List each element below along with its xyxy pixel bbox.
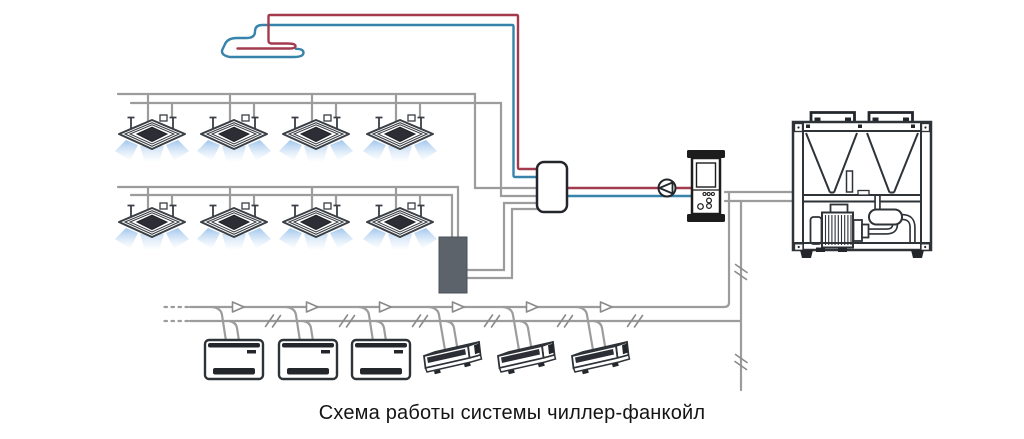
module-knob	[702, 191, 707, 197]
ceiling-cassette-unit	[278, 202, 354, 252]
module-knob	[697, 203, 704, 210]
compressor-foot	[838, 247, 847, 252]
cassette-row-top	[114, 114, 438, 164]
module-knob	[705, 203, 712, 210]
red-feed-and-coil	[236, 13, 539, 171]
primary-circuit	[220, 13, 692, 198]
mid-rail-tab	[857, 189, 870, 196]
ceiling-cassette-unit	[114, 202, 190, 252]
row1-return-header	[129, 101, 539, 198]
chiller-foot-left	[800, 250, 813, 258]
cassette-row-bottom	[114, 202, 438, 252]
rail-screw	[806, 124, 810, 128]
flow-arrow	[378, 301, 392, 313]
ducted3-connectors	[575, 305, 608, 354]
ceiling-cassette-unit	[362, 114, 438, 164]
row2-unit-drops	[146, 185, 422, 211]
chiller-posts	[802, 122, 922, 250]
flow-arrow	[599, 301, 613, 313]
ducted1-connectors	[427, 305, 460, 354]
ducted2-connectors	[501, 305, 534, 354]
compressor-flange	[852, 219, 863, 242]
base-bolt	[797, 245, 800, 249]
row2-return-header	[129, 193, 454, 239]
console-units	[203, 338, 412, 381]
buffer-to-separator-pipe-a	[465, 201, 539, 272]
chiller-foot-right	[911, 250, 924, 258]
console-fancoil-unit	[350, 338, 412, 381]
ceiling-cassette-unit	[114, 114, 190, 164]
diagram-caption: Схема работы системы чиллер-фанкойл	[318, 402, 706, 424]
condenser-v-coils	[805, 132, 919, 194]
console2-connectors	[284, 305, 315, 343]
module-top-cap	[687, 150, 725, 158]
compressor-ribs	[824, 215, 852, 245]
flow-arrow	[451, 301, 465, 313]
buffer-to-separator-pipe-b	[465, 207, 539, 280]
module-knob	[705, 197, 712, 204]
rail-screw	[911, 124, 915, 128]
flow-arrow	[231, 301, 245, 313]
ceiling-cassette-unit	[362, 202, 438, 252]
ducted-fancoil-unit	[571, 341, 631, 376]
flow-arrow	[525, 301, 539, 313]
coil-center-post	[845, 170, 854, 193]
compressor-end-bell	[809, 216, 823, 245]
row1-supply-header	[116, 92, 539, 190]
corner-bolt	[924, 126, 927, 129]
flow-arrow	[305, 301, 319, 313]
heat-exchanger-barrel	[868, 208, 903, 226]
console1-connectors	[210, 305, 241, 343]
ducted-fancoil-unit	[423, 341, 483, 376]
blue-feed-and-coil	[220, 23, 539, 179]
buffer-tank	[438, 236, 468, 294]
console-fancoil-unit	[277, 338, 339, 381]
corner-bolt	[797, 126, 800, 129]
circulation-pump	[657, 178, 677, 198]
console3-connectors	[357, 305, 388, 343]
ducted-units	[423, 341, 631, 376]
elbow-pipe-inner	[901, 215, 915, 243]
module-display	[695, 162, 717, 188]
bottom-row-supply-riser	[188, 190, 731, 309]
base-bolt	[924, 245, 927, 249]
compressor-foot	[816, 247, 825, 252]
module-knob	[706, 191, 711, 197]
control-module	[687, 150, 725, 222]
chiller-fan-right	[867, 111, 914, 124]
chiller-fan-left	[809, 111, 856, 124]
ducted-fancoil-unit	[497, 341, 557, 376]
hydraulic-separator	[535, 160, 569, 214]
discharge-pipe-inner	[868, 224, 897, 234]
gray-piping	[116, 92, 795, 392]
console-fancoil-unit	[203, 338, 265, 381]
ceiling-cassette-unit	[196, 202, 272, 252]
row1-unit-drops	[146, 92, 422, 123]
module-bottom-cap	[687, 214, 725, 222]
module-knob	[710, 191, 715, 197]
ceiling-cassette-unit	[196, 114, 272, 164]
rail-screw	[858, 124, 862, 128]
air-cooled-chiller	[791, 111, 933, 258]
pump-impeller-icon	[658, 181, 674, 195]
compressor-coupling	[861, 223, 870, 239]
row2-supply-header	[116, 185, 460, 239]
ceiling-cassette-unit	[278, 114, 354, 164]
